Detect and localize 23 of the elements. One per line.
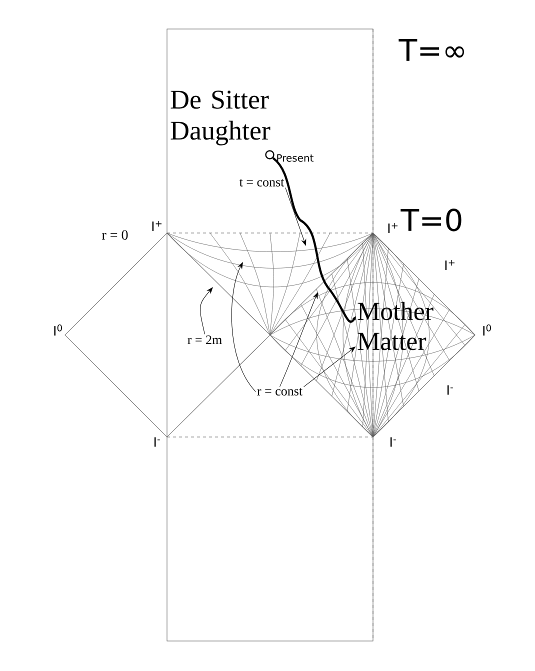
leader-text: r = const <box>257 388 302 396</box>
infinity-label: I$^{-}$ <box>390 437 396 447</box>
infinity-label: I$^{+}$ <box>445 260 455 270</box>
leader-text: t = const <box>239 179 284 186</box>
infinity-label: I$^{+}$ <box>388 222 398 234</box>
infinity-label: I$^{+}$ <box>152 220 162 232</box>
leader-line <box>304 346 356 388</box>
region-label: T=0 <box>400 208 462 232</box>
region-label: T=∞ <box>398 39 464 61</box>
coordinate-label: r = 0 <box>102 230 128 240</box>
leader-line <box>280 292 318 388</box>
worldline-arrow <box>272 157 356 323</box>
event-circle <box>265 150 274 160</box>
infinity-label: I$^{0}$ <box>54 324 62 336</box>
event-label: Present <box>277 154 314 162</box>
leader-line <box>200 287 213 334</box>
leader-line <box>231 262 256 392</box>
infinity-label: I$^{-}$ <box>154 437 160 447</box>
leader-line <box>285 187 306 246</box>
infinity-label: I$^{-}$ <box>447 385 453 395</box>
infinity-label: I$^{0}$ <box>483 324 491 336</box>
leader-text: r = 2m <box>188 335 222 344</box>
region-label: Mother Matter <box>358 302 434 350</box>
